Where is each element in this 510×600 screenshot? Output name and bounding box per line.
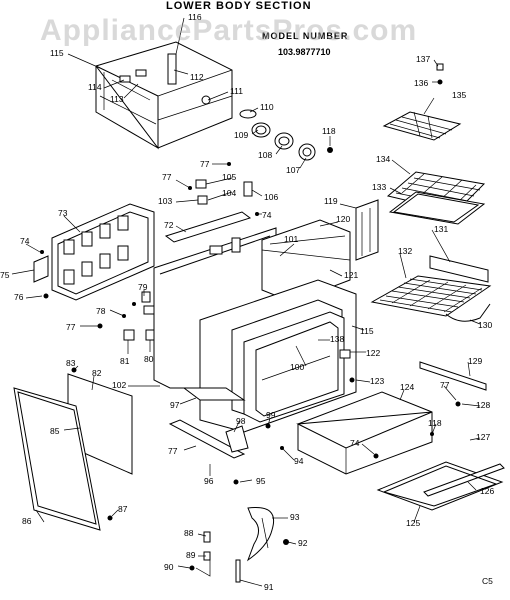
storage-drawer	[296, 377, 434, 475]
header: LOWER BODY SECTION MODEL NUMBER 103.9877…	[0, 0, 510, 60]
callout-90: 90	[164, 562, 174, 572]
callout-96: 96	[204, 476, 214, 486]
callout-110: 110	[260, 102, 274, 112]
insulation-119-120	[355, 199, 379, 261]
rear-panel	[33, 203, 155, 301]
callout-108: 108	[258, 150, 272, 160]
callout-75: 75	[0, 270, 10, 280]
callout-92: 92	[298, 538, 308, 548]
model-number: 103.9877710	[278, 47, 331, 57]
watermark: AppliancePartsPros.com	[40, 14, 418, 47]
callout-126: 126	[480, 486, 494, 496]
callout-130: 130	[478, 320, 492, 330]
callout-119: 119	[324, 196, 338, 206]
main-cabinet	[153, 219, 357, 433]
callout-137: 137	[416, 54, 430, 64]
callout-136: 136	[414, 78, 428, 88]
callout-112: 112	[190, 72, 204, 82]
callout-86: 86	[22, 516, 32, 526]
callout-91: 91	[264, 582, 274, 592]
callout-93: 93	[290, 512, 300, 522]
drawer-front	[376, 461, 505, 511]
callout-127: 127	[476, 432, 490, 442]
callout-82: 82	[92, 368, 102, 378]
callout-99: 99	[266, 410, 276, 420]
footer-code: C5	[482, 576, 493, 586]
lower-body-frame	[95, 41, 233, 150]
callout-124: 124	[400, 382, 414, 392]
callout-118-top: 118	[322, 126, 336, 136]
callout-76: 76	[14, 292, 24, 302]
callout-77-e: 77	[168, 446, 178, 456]
kick-panel	[168, 419, 284, 485]
callout-101: 101	[284, 234, 298, 244]
callout-72: 72	[164, 220, 174, 230]
callout-115-b: 115	[360, 326, 374, 336]
callout-104: 104	[222, 188, 236, 198]
leader-lines	[11, 17, 481, 587]
callout-94: 94	[294, 456, 304, 466]
callout-138: 138	[330, 334, 344, 344]
rings-107-110	[239, 109, 333, 161]
callout-85: 85	[50, 426, 60, 436]
callout-120: 120	[336, 214, 350, 224]
brackets-78-81	[97, 291, 155, 341]
door-hinge	[189, 506, 289, 583]
callout-77-d: 77	[440, 380, 450, 390]
callout-135: 135	[452, 90, 466, 100]
callout-74-b: 74	[20, 236, 30, 246]
callout-105: 105	[222, 172, 236, 182]
callout-107: 107	[286, 165, 300, 175]
callout-88: 88	[184, 528, 194, 538]
callout-95: 95	[256, 476, 266, 486]
callout-74-a: 74	[262, 210, 272, 220]
callout-128: 128	[476, 400, 490, 410]
callout-133: 133	[372, 182, 386, 192]
top-strip	[164, 211, 259, 243]
callout-111: 111	[230, 86, 243, 96]
broiler-parts	[382, 63, 486, 225]
callout-115: 115	[50, 48, 64, 58]
callout-106: 106	[264, 192, 278, 202]
callout-74-c: 74	[350, 438, 360, 448]
callout-79: 79	[138, 282, 148, 292]
small-parts-103-106	[188, 162, 253, 205]
callout-134: 134	[376, 154, 390, 164]
callout-121: 121	[344, 270, 358, 280]
trim-129	[419, 361, 487, 407]
callout-118-b: 118	[428, 418, 442, 428]
callout-132: 132	[398, 246, 412, 256]
callout-103: 103	[158, 196, 172, 206]
callout-81: 81	[120, 356, 130, 366]
callout-89: 89	[186, 550, 196, 560]
callout-97: 97	[170, 400, 180, 410]
callout-102: 102	[112, 380, 126, 390]
callout-123: 123	[370, 376, 384, 386]
callout-77-c: 77	[66, 322, 76, 332]
callout-98: 98	[236, 416, 246, 426]
callout-100: 100	[290, 362, 304, 372]
callout-116: 116	[188, 12, 202, 22]
callout-80: 80	[144, 354, 154, 364]
oven-rack	[370, 255, 492, 322]
callout-122: 122	[366, 348, 380, 358]
callout-129: 129	[468, 356, 482, 366]
callout-77-b: 77	[162, 172, 172, 182]
callout-114: 114	[88, 82, 102, 92]
callout-109: 109	[234, 130, 248, 140]
callout-78: 78	[96, 306, 106, 316]
callout-77-a: 77	[200, 159, 210, 169]
callout-87: 87	[118, 504, 128, 514]
model-label: MODEL NUMBER	[262, 31, 349, 41]
callouts: 116 115 112 114 113 111 110 109 108 107 …	[0, 12, 494, 592]
side-panel	[13, 367, 133, 531]
callout-125: 125	[406, 518, 420, 528]
section-title: LOWER BODY SECTION	[166, 0, 312, 12]
callout-83: 83	[66, 358, 76, 368]
callout-131: 131	[434, 224, 448, 234]
callout-113: 113	[110, 94, 124, 104]
callout-73: 73	[58, 208, 68, 218]
